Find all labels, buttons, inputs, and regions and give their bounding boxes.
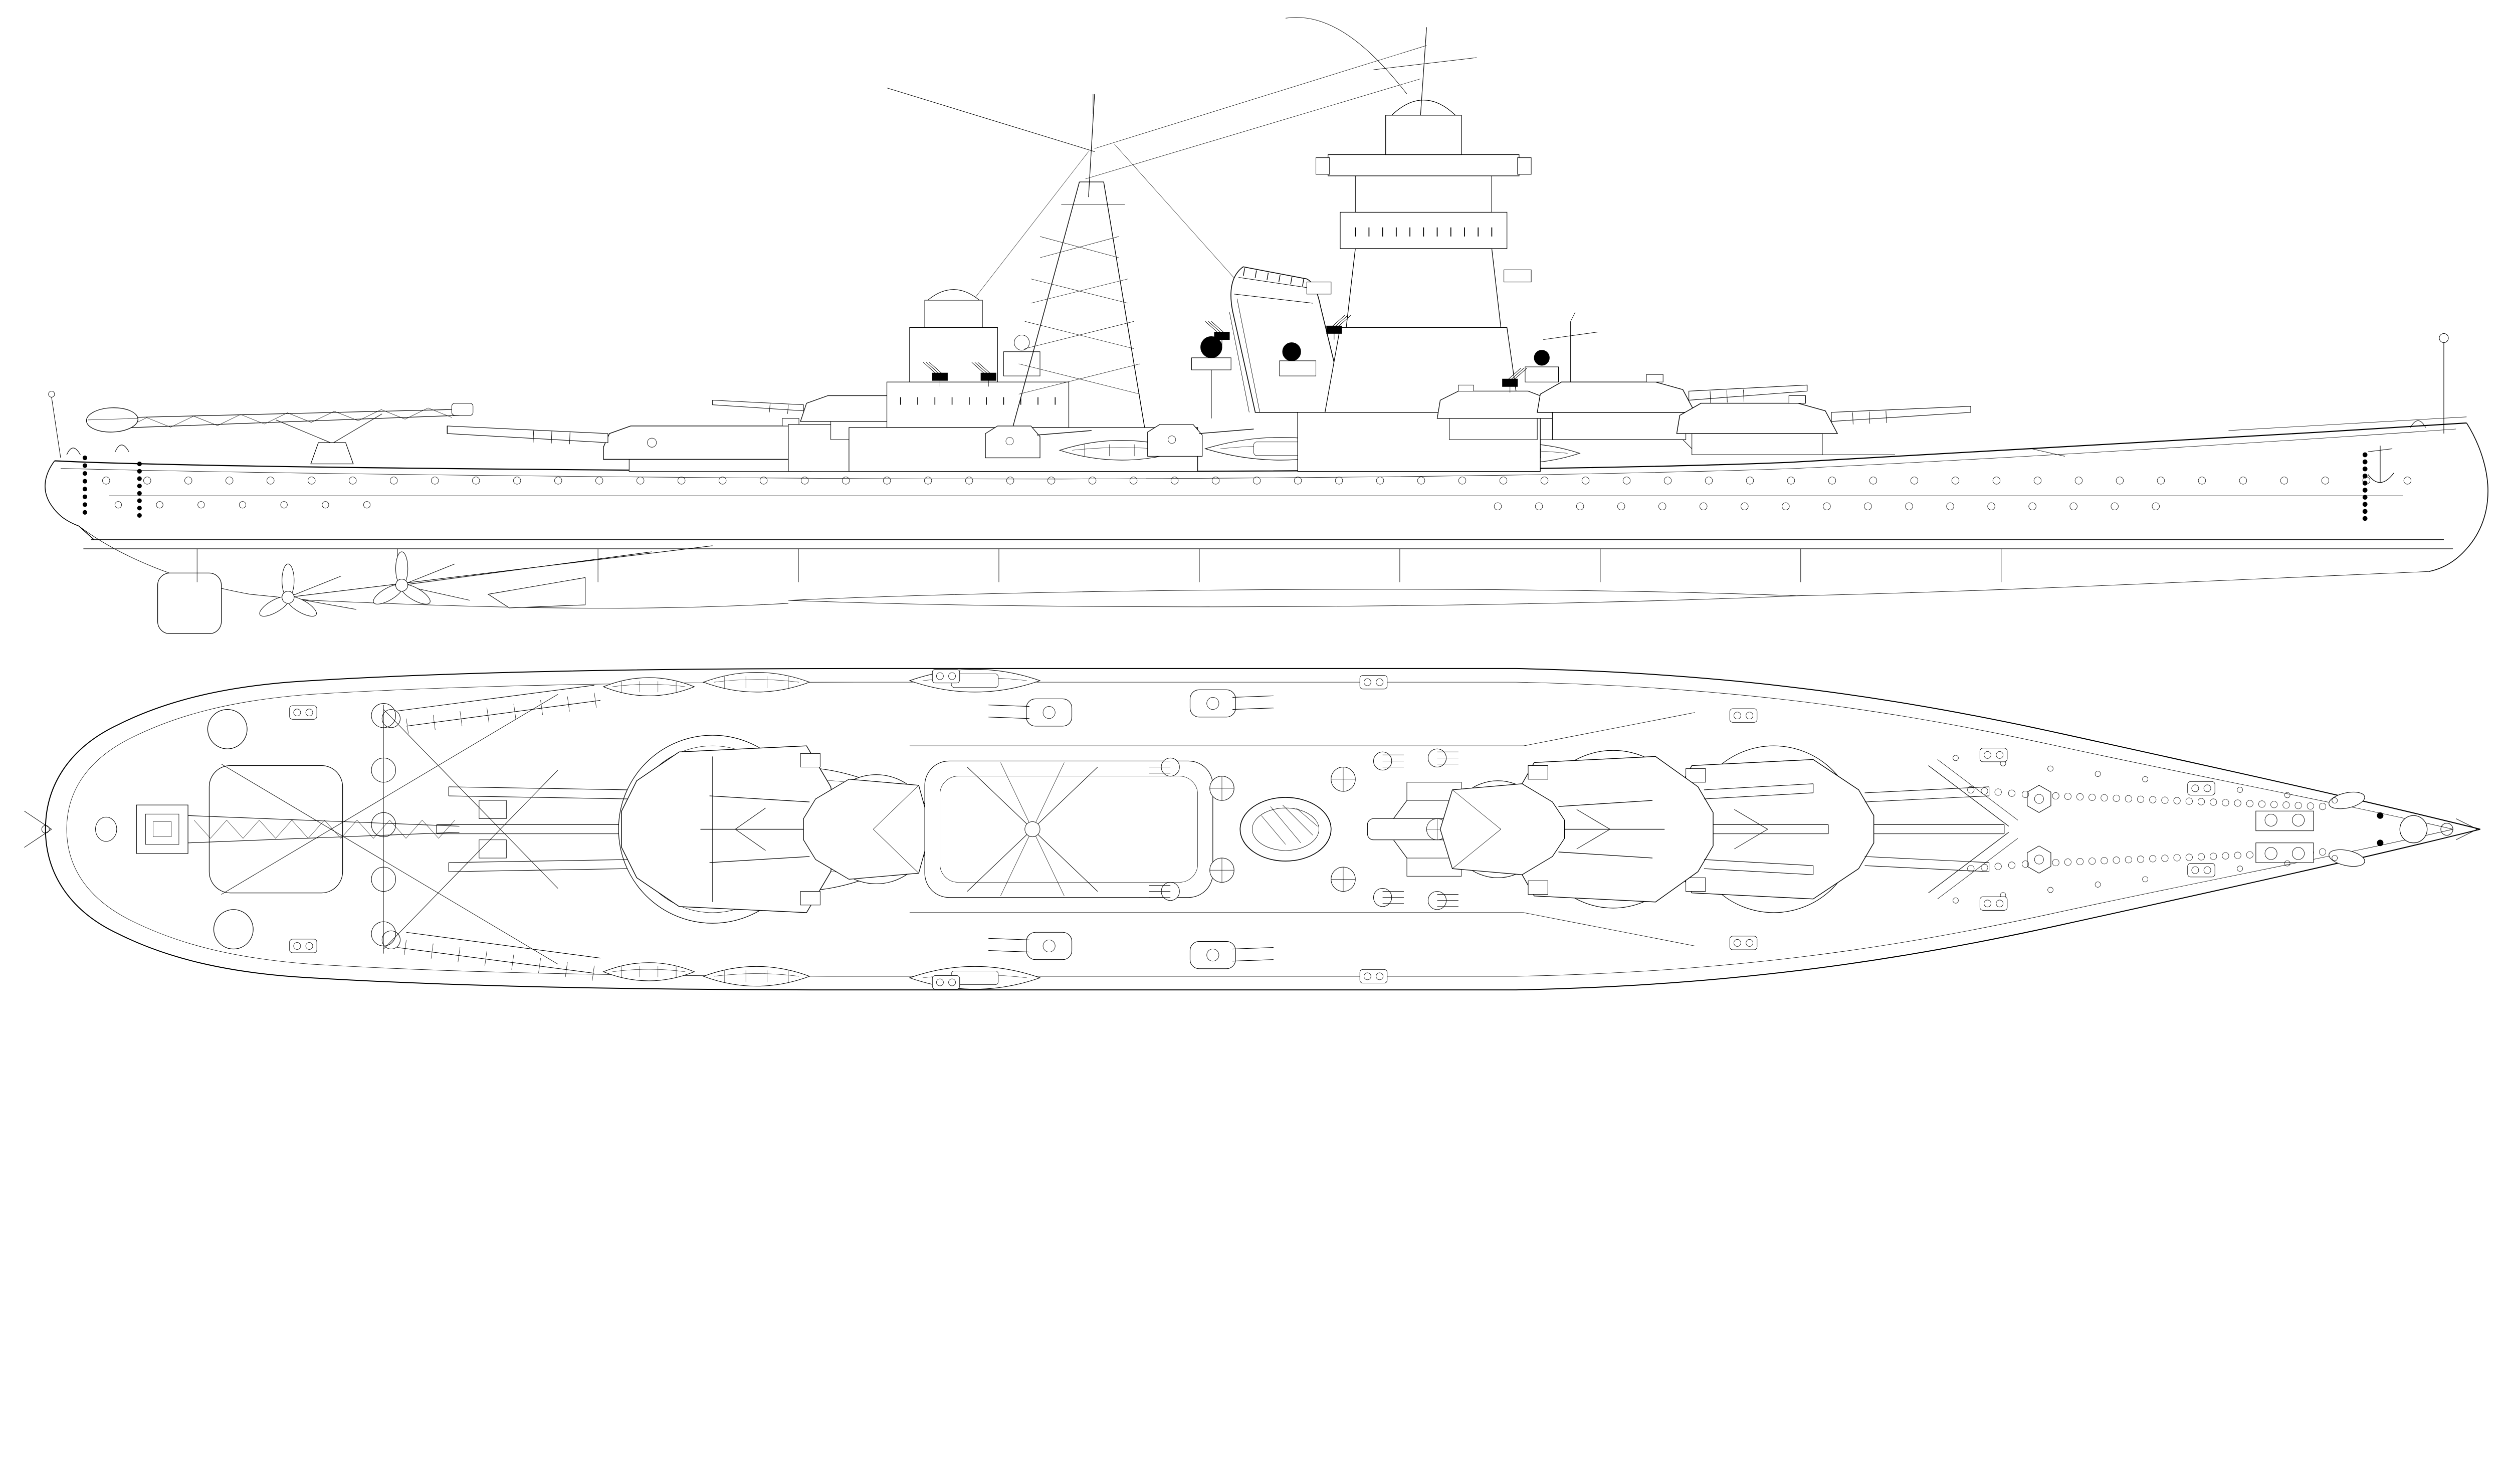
- aft-155mm-turret-plan: [700, 775, 931, 884]
- drawing-page: [24, 17, 2489, 992]
- deck-plan-view: [24, 669, 2480, 990]
- stern-aircraft-deck: [24, 685, 600, 981]
- battleship-technical-drawing: [24, 17, 2489, 992]
- propellers: [257, 546, 713, 620]
- fwd-155mm-turret-plan: [1440, 781, 1665, 878]
- deck-127mm-mounts: [985, 425, 1254, 458]
- main-turret-1: [1677, 395, 1971, 455]
- hull-profile: [45, 391, 2488, 633]
- side-elevation-view: [45, 18, 2488, 634]
- main-turret-3: [447, 418, 827, 472]
- foredeck-fittings: [932, 669, 2477, 989]
- aa-25mm-guns: [923, 315, 1527, 392]
- main-turret-1-plan: [1667, 746, 2004, 913]
- bow-fittings: [2031, 333, 2466, 521]
- rigging-lines: [887, 18, 1427, 382]
- aircraft-crane: [86, 403, 473, 464]
- mainmast: [1013, 94, 1145, 428]
- main-turret-2: [1537, 374, 1807, 440]
